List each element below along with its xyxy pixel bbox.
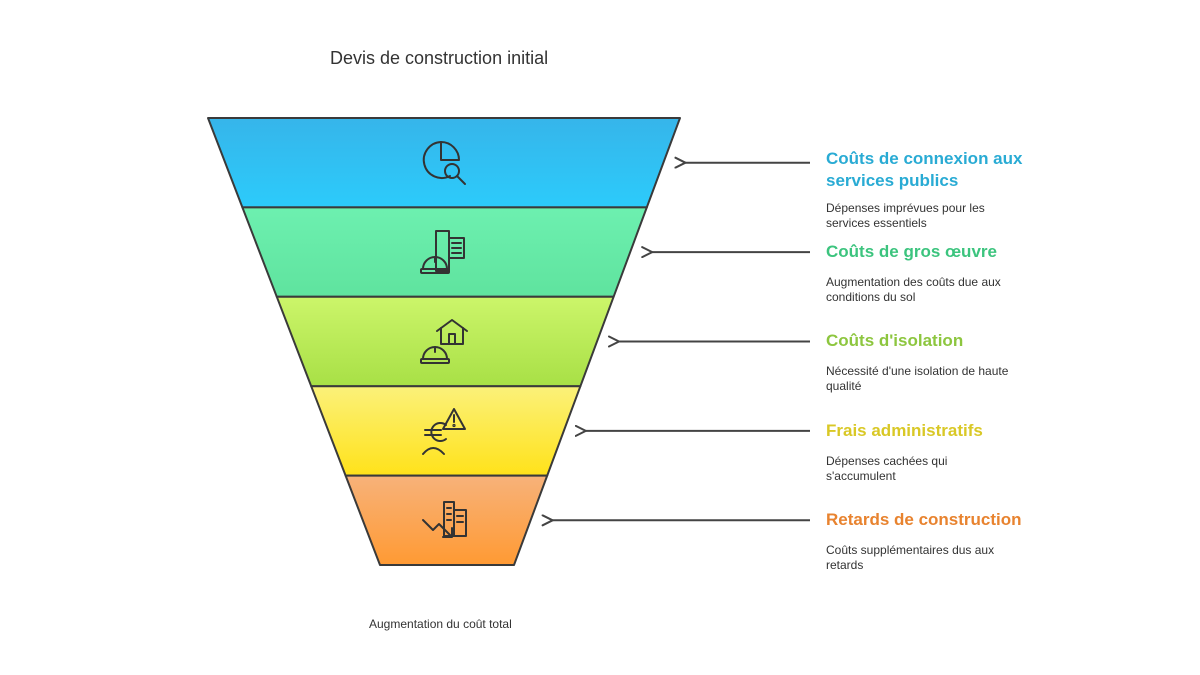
stage-desc-utilities: Dépenses imprévues pour les services ess… (826, 201, 985, 230)
building-hardhat-icon (420, 230, 465, 274)
euro-person-warning-icon (422, 408, 466, 455)
stage-desc-admin: Dépenses cachées qui s'accumulent (826, 454, 948, 483)
house-hardhat-icon (420, 319, 468, 364)
funnel-layer-insulation (275, 295, 615, 388)
stage-desc-delays: Coûts supplémentaires dus aux retards (826, 543, 995, 572)
stage-title-utilities: Coûts de connexion aux services publics (826, 149, 1023, 190)
top-title: Devis de construction initial (330, 48, 549, 68)
funnel-layer-admin (310, 385, 582, 477)
stage-title-delays: Retards de construction (826, 510, 1022, 529)
pie-chart-search-icon (422, 141, 466, 185)
stage-title-insulation: Coûts d'isolation (826, 331, 964, 350)
stage-title-admin: Frais administratifs (826, 421, 983, 440)
stage-desc-structural: Augmentation des coûts due aux condition… (826, 275, 1001, 304)
building-declining-arrow-icon (422, 501, 467, 538)
stage-desc-insulation: Nécessité d'une isolation de haute quali… (826, 364, 1009, 393)
funnel-layer-utilities (207, 117, 681, 209)
funnel-layer-structural (241, 206, 648, 298)
bottom-caption: Augmentation du coût total (369, 617, 512, 631)
stage-title-structural: Coûts de gros œuvre (826, 242, 997, 261)
